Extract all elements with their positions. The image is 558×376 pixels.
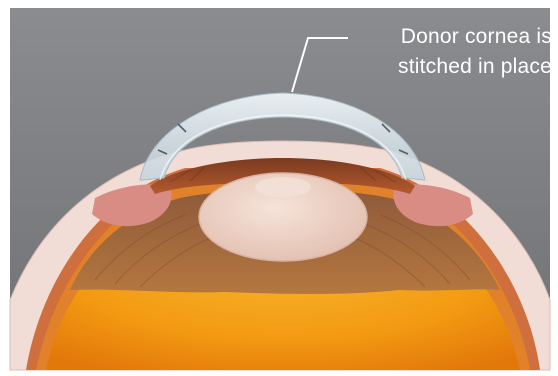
callout-label: Donor cornea is stitched in place bbox=[352, 22, 552, 82]
callout-line-1: Donor cornea is bbox=[352, 22, 552, 52]
callout-line-2: stitched in place bbox=[352, 52, 552, 82]
